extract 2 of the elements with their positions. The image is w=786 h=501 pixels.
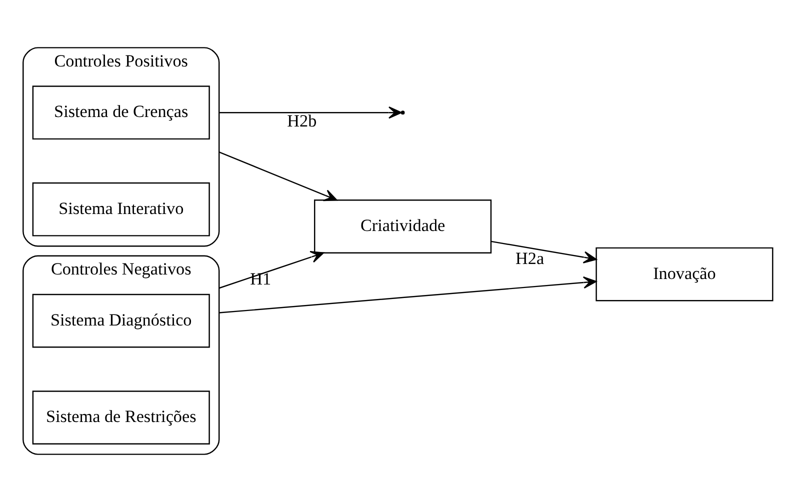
edge-label: H2b [287, 110, 317, 130]
edge-label: H2a [516, 248, 544, 268]
